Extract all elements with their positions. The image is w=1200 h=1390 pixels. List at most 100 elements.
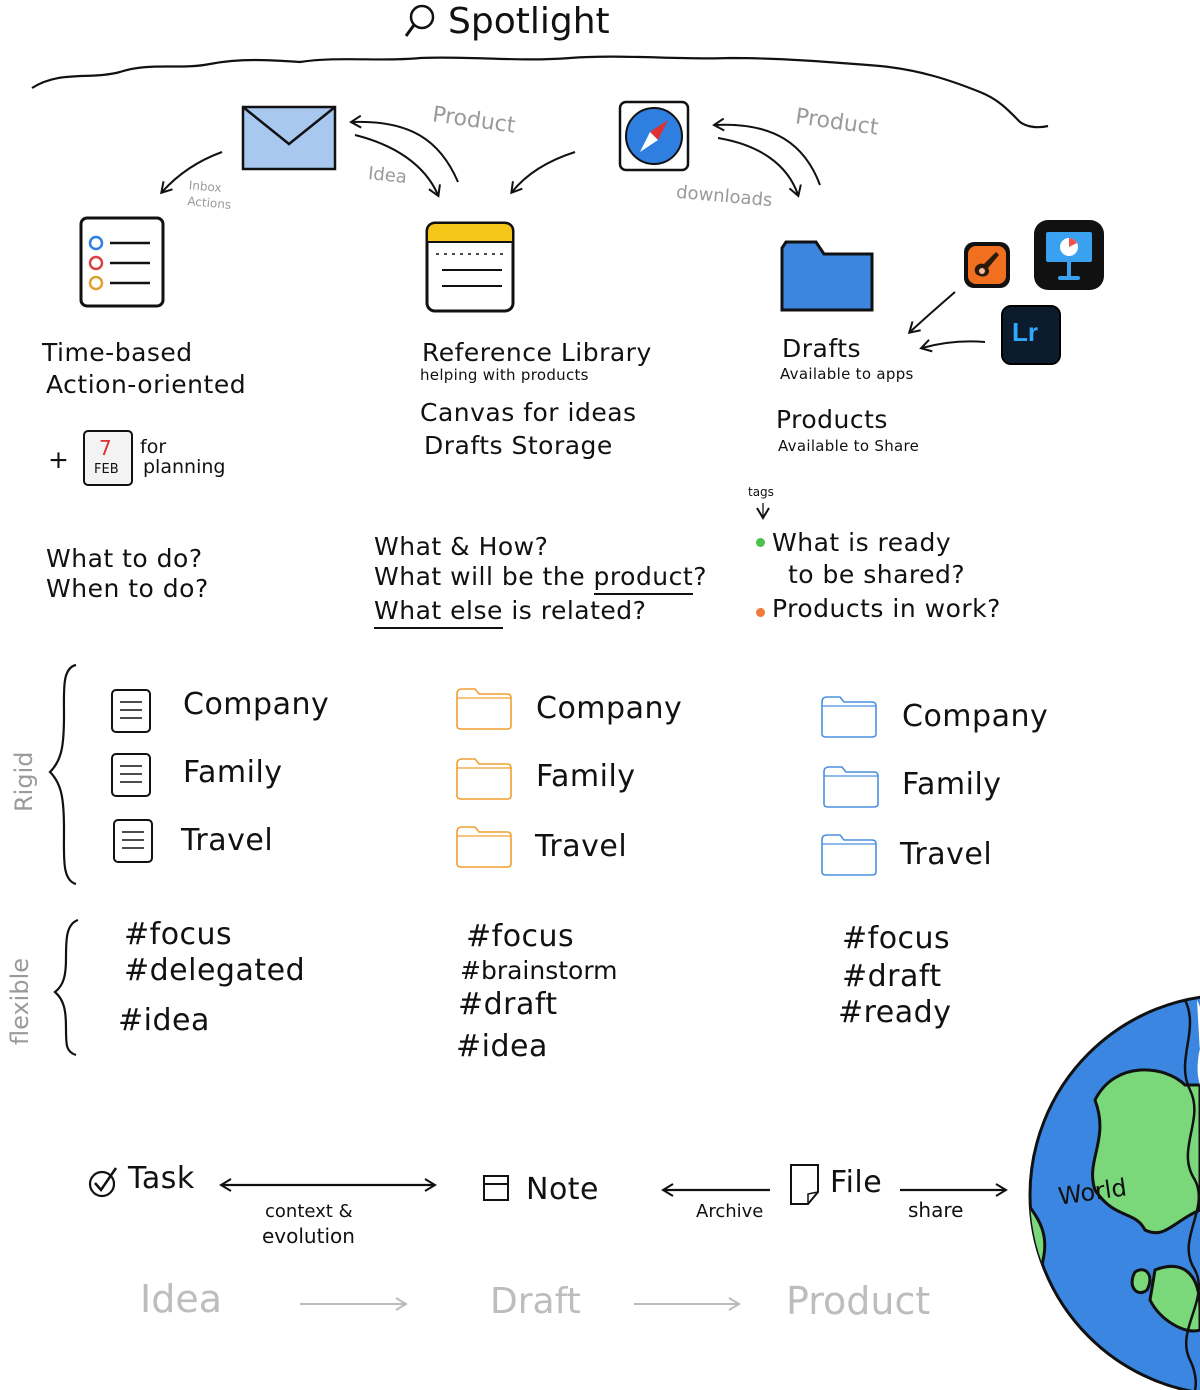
arrow-safari-to-files: [717, 137, 802, 198]
safari-icon: [618, 100, 690, 172]
flow-task: Task: [128, 1161, 195, 1196]
label-idea: Idea: [367, 163, 408, 188]
notes-question-3a: What else: [374, 596, 503, 629]
calendar-icon: 7 FEB: [83, 430, 133, 486]
flow-note: Note: [526, 1172, 600, 1207]
tasks-rigid-item: Travel: [181, 823, 274, 858]
tasks-tag: #idea: [118, 1003, 210, 1038]
flow-share: share: [908, 1198, 964, 1222]
tasks-tag: #delegated: [124, 953, 306, 988]
notes-line3: Drafts Storage: [424, 431, 613, 460]
files-sub1: Available to apps: [780, 365, 914, 383]
files-question-2: Products in work?: [772, 594, 1001, 623]
tasks-question-1: What to do?: [46, 544, 203, 573]
notes-rigid-item: Company: [536, 691, 683, 726]
arrow-garageband-to-drafts: [907, 291, 956, 335]
note-icon: [483, 1175, 509, 1201]
flow-context-2: evolution: [262, 1224, 355, 1248]
list-icon: [111, 753, 151, 797]
files-line2: Products: [776, 405, 888, 434]
flow-archive: Archive: [696, 1201, 764, 1222]
tasks-plus: +: [48, 445, 70, 474]
arrow-lightroom-to-drafts: [919, 339, 986, 353]
list-icon: [111, 689, 151, 733]
notes-line2: Canvas for ideas: [420, 398, 637, 427]
files-rigid-item: Company: [902, 699, 1049, 734]
files-question-1b: to be shared?: [788, 560, 966, 589]
globe-icon: [1028, 995, 1200, 1390]
flow-file: File: [830, 1165, 883, 1200]
orange-folder-icon: [456, 688, 512, 730]
orange-dot-icon: [756, 608, 765, 617]
calendar-day: 7: [99, 436, 112, 460]
tags-label: tags: [748, 485, 774, 499]
lightroom-icon-label: Lr: [1012, 317, 1038, 347]
bottom-flow-idea: Idea: [140, 1277, 222, 1321]
list-icon: [113, 819, 153, 863]
notes-rigid-item: Family: [536, 759, 636, 794]
page-title: Spotlight: [448, 1, 610, 42]
arrow-mail-to-tasks: [160, 151, 223, 195]
keynote-icon: [1034, 220, 1104, 290]
orange-folder-icon: [456, 758, 512, 800]
tasks-tag: #focus: [124, 917, 233, 952]
bottom-flow-product: Product: [786, 1279, 931, 1323]
flexible-brace: [53, 918, 79, 1057]
flow-context-1: context &: [265, 1201, 353, 1222]
rigid-brace: [48, 663, 77, 886]
files-tag: #ready: [838, 995, 952, 1030]
checkmark-circle-icon: [88, 1167, 118, 1198]
notes-question-3b: is related?: [511, 596, 647, 625]
arrow-notes-to-mail: [349, 114, 459, 183]
notes-question-1: What & How?: [374, 532, 549, 561]
files-line1: Drafts: [782, 334, 862, 363]
tasks-planning-1: for: [140, 436, 167, 458]
notes-question-2: What will be the product?: [374, 562, 707, 595]
files-rigid-item: Travel: [900, 837, 993, 872]
files-sub2: Available to Share: [778, 437, 920, 455]
notes-tag: #idea: [456, 1029, 548, 1064]
lightroom-icon: Lr: [1001, 305, 1061, 365]
notes-tag: #focus: [466, 919, 575, 954]
spotlight-horizon: [31, 55, 1049, 129]
tasks-rigid-item: Family: [183, 755, 283, 790]
notes-tag: #brainstorm: [460, 956, 618, 985]
notes-sub1: helping with products: [420, 366, 589, 384]
blue-folder-icon: [823, 766, 879, 808]
files-tag: #draft: [842, 959, 942, 994]
files-rigid-item: Family: [902, 767, 1002, 802]
garageband-icon: [964, 242, 1010, 288]
side-label-rigid: Rigid: [10, 751, 38, 812]
blue-folder-icon: [821, 834, 877, 876]
notes-icon: [425, 221, 515, 313]
tasks-planning-2: planning: [143, 456, 226, 478]
tasks-line2: Action-oriented: [46, 370, 247, 399]
bottom-flow-draft: Draft: [490, 1281, 581, 1322]
files-tag: #focus: [842, 921, 951, 956]
notes-question-2-product: product: [593, 562, 694, 595]
blue-folder-icon: [821, 696, 877, 738]
mail-icon: [241, 105, 337, 171]
reminders-icon: [79, 216, 165, 308]
orange-folder-icon: [456, 826, 512, 868]
notes-rigid-item: Travel: [535, 829, 628, 864]
notes-question-2c: ?: [693, 562, 707, 591]
tasks-line1: Time-based: [42, 338, 193, 367]
arrow-files-to-safari: [712, 117, 821, 186]
side-label-flexible: flexible: [6, 958, 34, 1045]
magnifier-icon: [404, 4, 435, 37]
files-question-1a: What is ready: [772, 528, 952, 557]
tasks-question-2: When to do?: [46, 574, 209, 603]
notes-question-2a: What will be the: [374, 562, 586, 591]
arrow-mail-to-notes: [354, 134, 441, 198]
files-folder-icon: [780, 240, 874, 312]
green-dot-icon: [756, 538, 765, 547]
tasks-rigid-item: Company: [183, 687, 330, 722]
arrow-safari-to-notes: [510, 151, 576, 195]
notes-question-3: What else is related?: [374, 596, 647, 629]
notes-tag: #draft: [458, 987, 558, 1022]
notes-line1: Reference Library: [422, 338, 652, 367]
calendar-month: FEB: [94, 462, 119, 477]
file-icon: [790, 1164, 819, 1205]
